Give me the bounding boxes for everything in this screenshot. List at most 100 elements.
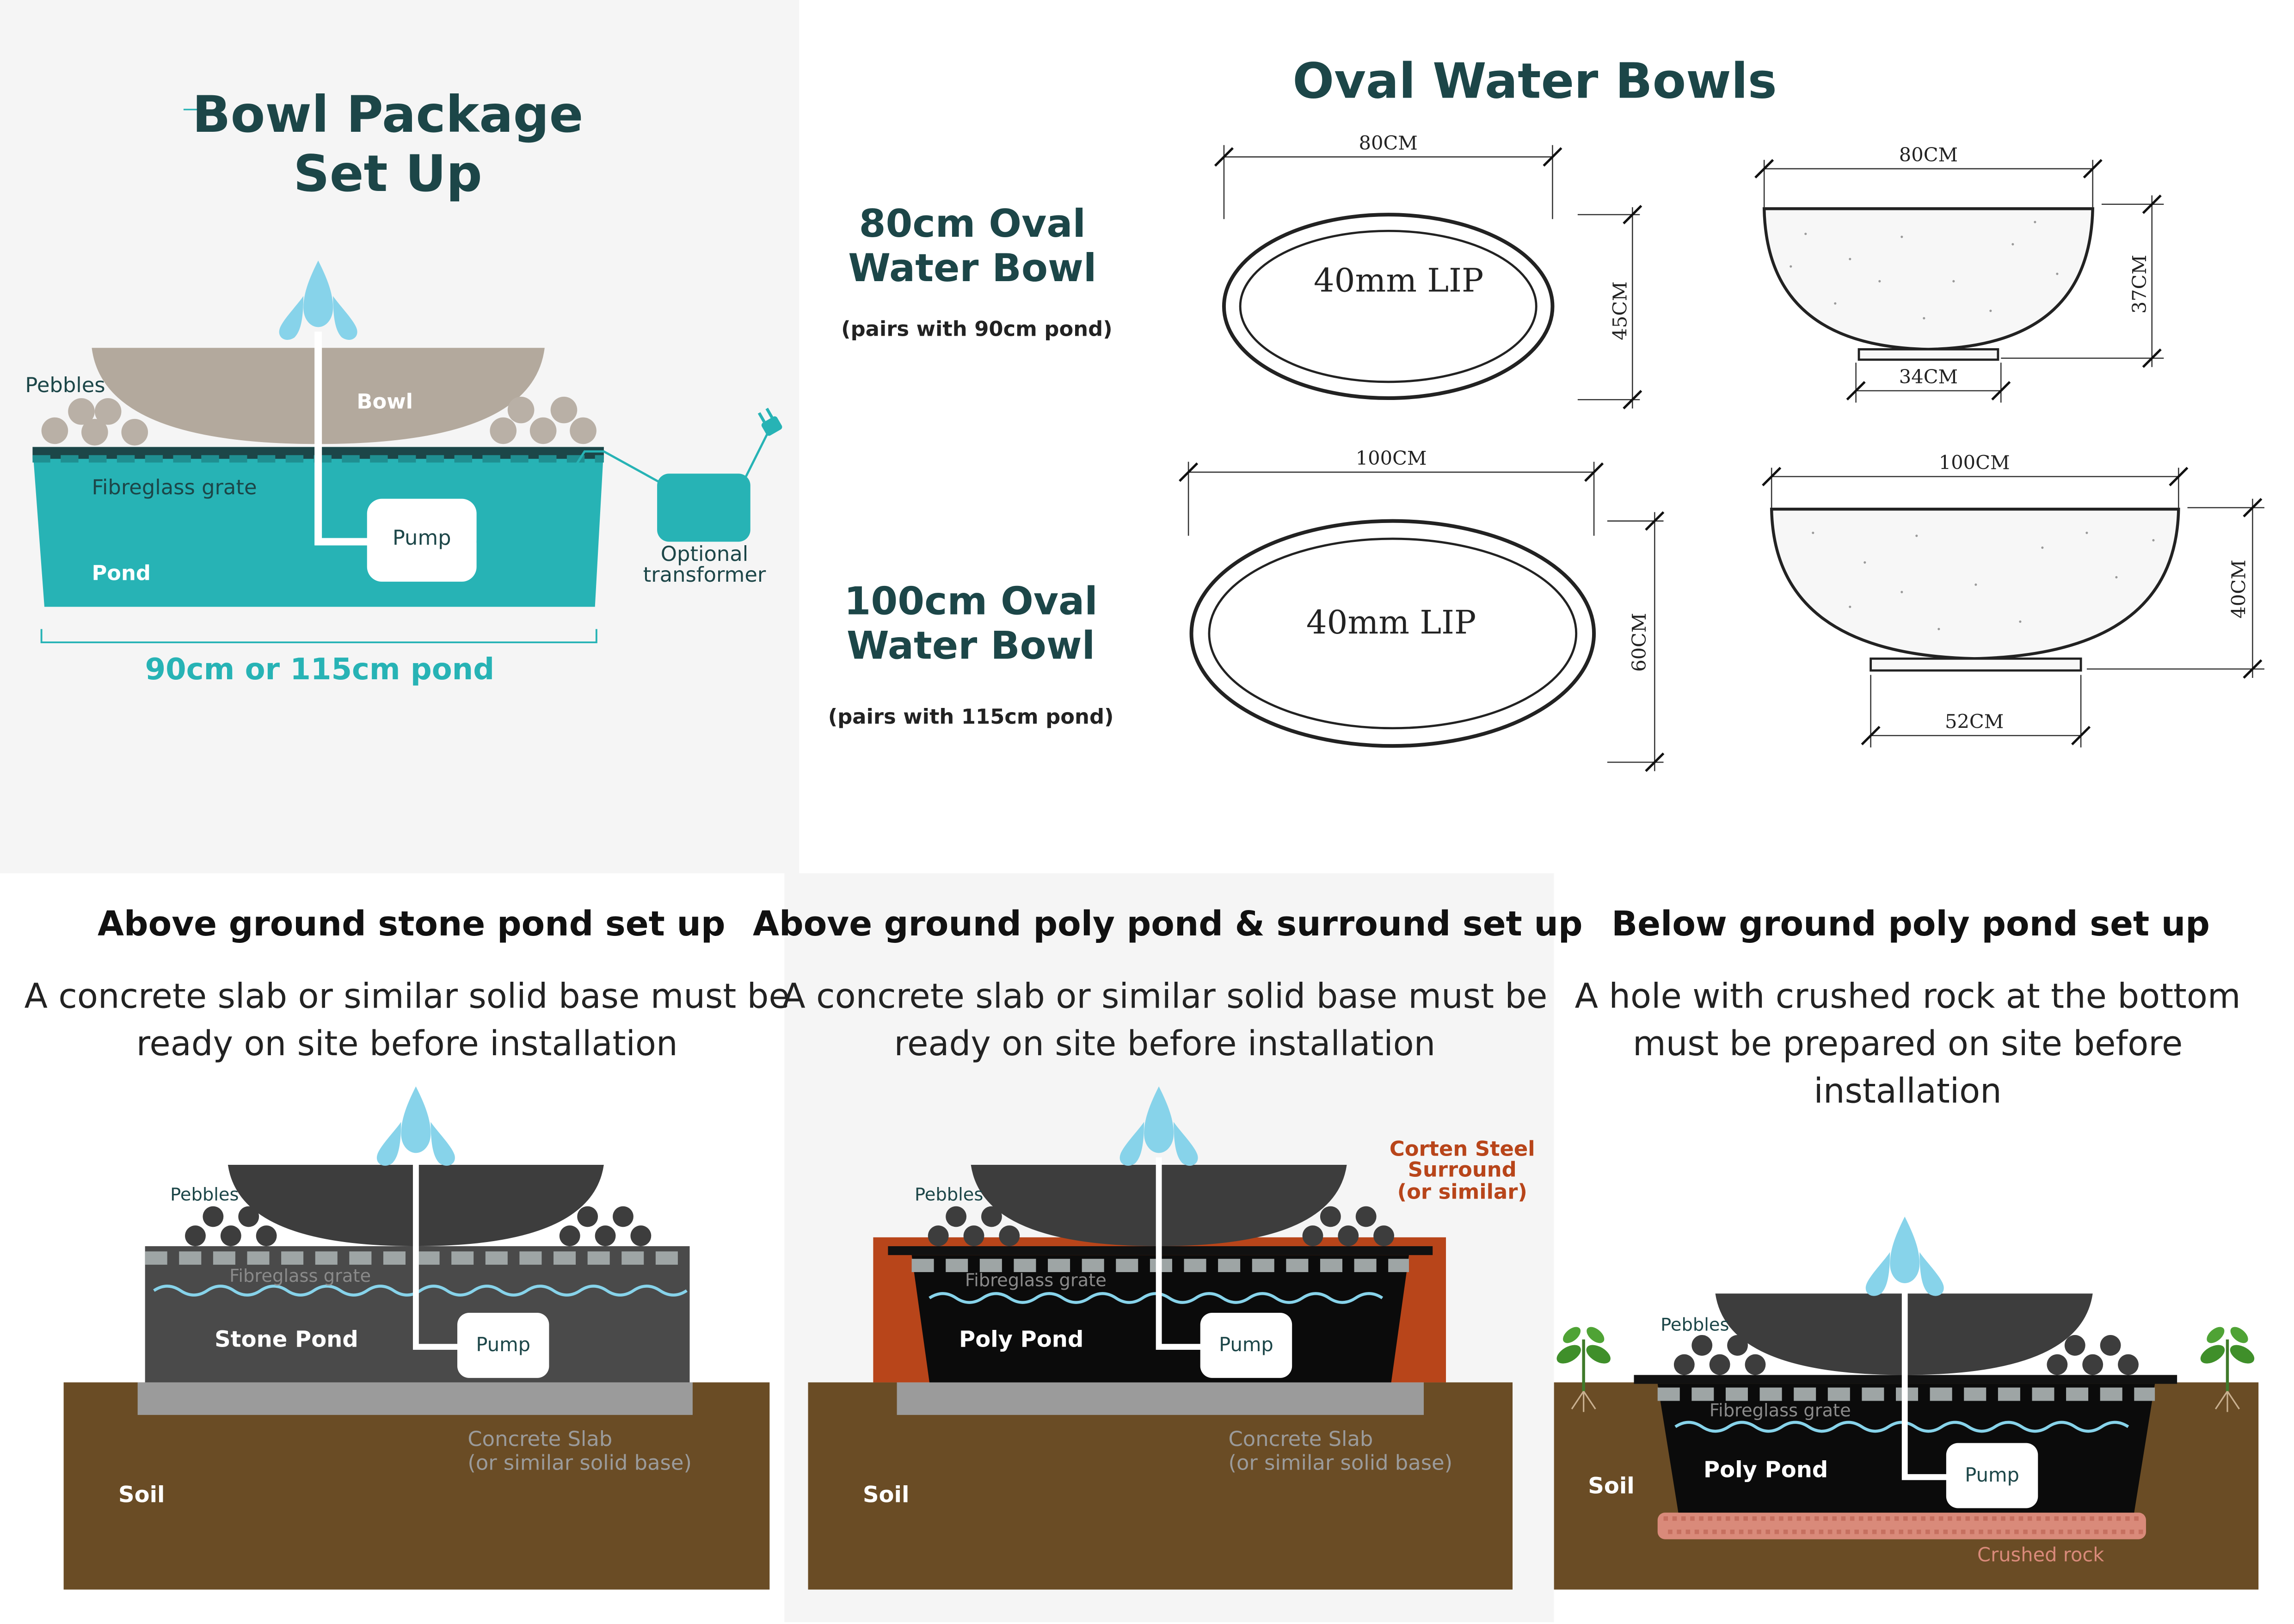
poly-pebbles-right (1302, 1206, 1395, 1246)
transformer-box (657, 474, 750, 542)
stone-section: Above ground stone pond set up A concret… (25, 904, 790, 1590)
large-note: (pairs with 115cm pond) (828, 704, 1114, 729)
stone-pond-label: Stone Pond (215, 1327, 358, 1353)
transformer-label-line1: Optional (661, 541, 748, 566)
poly-pebbles-label: Pebbles (915, 1184, 983, 1205)
package-section: Bowl Package Set Up Pump (25, 85, 782, 687)
stone-pipe (412, 1157, 462, 1350)
surround-line1: Corten Steel (1390, 1137, 1535, 1161)
poly-pebbles-left (928, 1206, 1020, 1246)
below-pebbles-label: Pebbles (1661, 1314, 1729, 1335)
poly-soil-label: Soil (863, 1482, 909, 1508)
below-pebbles-left (1673, 1335, 1766, 1375)
pump-label: Pump (393, 525, 451, 550)
stone-desc-line2: ready on site before installation (136, 1024, 678, 1064)
large-top-view: 100CM 40mm LIP 60CM (1179, 447, 1665, 772)
poly-pond-label: Poly Pond (959, 1327, 1083, 1353)
poly-pipe (1156, 1157, 1205, 1350)
poly-surround-desc-line2: ready on site before installation (894, 1024, 1435, 1064)
poly-soil (808, 1382, 1513, 1590)
small-top-view: 80CM 40mm LIP 45CM (1214, 131, 1642, 410)
stone-pump-box (457, 1313, 549, 1378)
stone-slab (137, 1382, 693, 1415)
poly-pump-label: Pump (1219, 1333, 1273, 1356)
cable (476, 450, 661, 543)
poly-surround-desc-line1: A concrete slab or similar solid base mu… (782, 977, 1547, 1016)
poly-slab-line2: (or similar solid base) (1229, 1450, 1453, 1475)
pond-dimension (40, 629, 597, 644)
large-side-height: 40CM (2227, 560, 2250, 618)
below-pump-box (1946, 1443, 2038, 1508)
stone-pebbles-left (185, 1206, 277, 1246)
below-desc-line2: must be prepared on site before (1633, 1024, 2183, 1064)
below-pipe (1901, 1287, 1951, 1480)
stone-water (153, 1285, 688, 1297)
small-top-width: 80CM (1359, 131, 1418, 154)
below-grate-label: Fibreglass grate (1710, 1400, 1851, 1421)
poly-slab (897, 1382, 1424, 1415)
stone-desc-line1: A concrete slab or similar solid base mu… (25, 977, 790, 1016)
pump-box (367, 498, 477, 582)
bowls-section: Oval Water Bowls 80cm Oval Water Bowl (p… (828, 52, 2264, 772)
large-base-width: 52CM (1945, 710, 2004, 733)
pebbles-right (490, 396, 597, 444)
large-side-view: 100CM 40CM 52CM (1762, 451, 2264, 748)
stone-pebbles-label: Pebbles (170, 1184, 239, 1205)
bowls-title: Oval Water Bowls (1292, 52, 1777, 109)
small-side-width: 80CM (1899, 143, 1958, 166)
pond-label: Pond (92, 561, 151, 585)
poly-pump-box (1200, 1313, 1292, 1378)
poly-slab-line1: Concrete Slab (1229, 1427, 1373, 1451)
below-title: Below ground poly pond set up (1611, 904, 2210, 944)
below-soil-label: Soil (1588, 1473, 1634, 1499)
grate-label: Fibreglass grate (92, 475, 257, 499)
stone-soil (63, 1382, 770, 1590)
large-lip: 40mm LIP (1306, 603, 1476, 641)
transformer-label-line2: transformer (643, 562, 766, 587)
plug-cable (744, 431, 769, 477)
stone-pebbles-right (559, 1206, 652, 1246)
below-pump-label: Pump (1965, 1464, 2019, 1486)
package-title-line2: Set Up (293, 144, 482, 203)
small-lip: 40mm LIP (1314, 262, 1483, 300)
bowl-label: Bowl (357, 389, 413, 413)
large-speckle (1812, 531, 2155, 630)
below-desc-line3: installation (1814, 1072, 2001, 1111)
plug-icon (757, 407, 782, 436)
large-side-width: 100CM (1939, 451, 2010, 474)
large-name-line2: Water Bowl (847, 623, 1095, 668)
large-top-depth: 60CM (1628, 613, 1650, 671)
stone-slab-line1: Concrete Slab (467, 1427, 612, 1451)
poly-surround-section: Above ground poly pond & surround set up… (753, 904, 1583, 1590)
stone-grate-label: Fibreglass grate (229, 1266, 371, 1286)
surround-line2: Surround (1408, 1157, 1517, 1182)
plant-right-icon (2200, 1327, 2255, 1412)
pebbles-left (41, 398, 148, 446)
pond-size-label: 90cm or 115cm pond (145, 652, 494, 687)
small-speckle (1790, 221, 2059, 320)
stone-title: Above ground stone pond set up (98, 904, 726, 944)
large-name-line1: 100cm Oval (844, 578, 1097, 623)
large-top-width: 100CM (1356, 447, 1427, 469)
small-name-line1: 80cm Oval (859, 201, 1086, 246)
stone-slab-line2: (or similar solid base) (467, 1450, 692, 1475)
small-base-width: 34CM (1899, 365, 1958, 388)
small-side-height: 37CM (2128, 255, 2151, 314)
small-name-line2: Water Bowl (848, 246, 1096, 290)
poly-surround-title: Above ground poly pond & surround set up (753, 904, 1583, 944)
stone-pump-label: Pump (476, 1333, 530, 1356)
pipe (314, 331, 370, 546)
below-section: Below ground poly pond set up A hole wit… (1554, 904, 2259, 1590)
pebbles-label: Pebbles (25, 373, 105, 397)
bowls-panel (799, 0, 2294, 874)
surround-line3: (or similar) (1397, 1180, 1527, 1204)
poly-grate-label: Fibreglass grate (965, 1270, 1107, 1291)
package-title-line1: Bowl Package (192, 85, 584, 144)
below-pond-label: Poly Pond (1704, 1457, 1828, 1483)
crushed-rock-label: Crushed rock (1977, 1544, 2104, 1566)
below-desc-line1: A hole with crushed rock at the bottom (1575, 977, 2241, 1016)
small-top-depth: 45CM (1609, 282, 1631, 340)
below-pebbles-right (2047, 1335, 2139, 1375)
small-note: (pairs with 90cm pond) (841, 317, 1113, 341)
